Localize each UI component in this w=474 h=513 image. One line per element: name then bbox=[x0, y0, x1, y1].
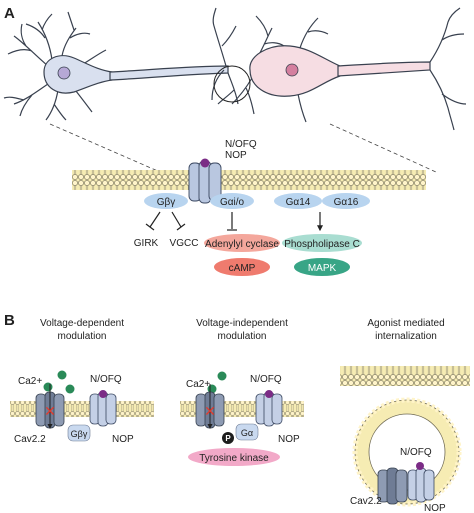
vdep-title-line2: modulation bbox=[58, 331, 107, 342]
left-neuron-illustration bbox=[3, 11, 229, 121]
intern-title-line1: Agonist mediated bbox=[367, 318, 444, 329]
vesicle-headgroups-outer bbox=[352, 397, 462, 507]
g16-subunit bbox=[322, 193, 370, 209]
nop-label-vesicle: NOP bbox=[424, 503, 446, 513]
nop-receptor-vdep bbox=[89, 391, 117, 427]
vindep-title-line1: Voltage-independent bbox=[196, 318, 288, 329]
nop-receptor-vindep bbox=[255, 391, 283, 427]
phospholipase-c-label: Phospholipase C bbox=[284, 239, 360, 250]
blocked-x-icon-vdep: ✕ bbox=[44, 404, 56, 420]
nofq-ligand-vesicle bbox=[416, 462, 424, 470]
nofq-ligand-vdep bbox=[99, 390, 107, 398]
axon-terminal bbox=[211, 7, 239, 105]
camp-label: cAMP bbox=[229, 263, 256, 274]
calcium-ions-vdep bbox=[43, 370, 75, 394]
mapk-label: MAPK bbox=[308, 263, 337, 274]
ligand-label-vindep: N/OFQ bbox=[250, 374, 282, 385]
nop-label-vdep: NOP bbox=[112, 434, 134, 445]
mapk bbox=[294, 258, 350, 276]
g16-label: Gα16 bbox=[334, 197, 359, 208]
signaling-arrows bbox=[145, 211, 323, 232]
adenylyl-cyclase-label: Adenylyl cyclase bbox=[205, 239, 279, 250]
gby-label-a: Gβγ bbox=[157, 197, 176, 208]
nop-label-vindep: NOP bbox=[278, 434, 300, 445]
galpha-subunit-vindep bbox=[235, 423, 259, 441]
synapse-highlight-circle bbox=[213, 65, 251, 103]
panel-label-a: A bbox=[4, 5, 15, 22]
gby-subunit-a bbox=[144, 193, 188, 209]
zoom-line-left bbox=[49, 123, 161, 173]
nofq-ligand-vindep bbox=[265, 390, 273, 398]
phospholipase-c bbox=[282, 234, 362, 252]
membrane-internalization bbox=[340, 366, 470, 386]
vgcc-label: VGCC bbox=[170, 238, 199, 249]
ligand-label-vesicle: N/OFQ bbox=[400, 447, 432, 458]
panel-label-b: B bbox=[4, 312, 15, 329]
phosphate-label: P bbox=[225, 434, 231, 443]
g14-subunit bbox=[274, 193, 322, 209]
cell-membrane-a bbox=[72, 170, 426, 190]
nofq-ligand-a bbox=[200, 158, 210, 168]
girk-label: GIRK bbox=[134, 238, 159, 249]
ligand-label-a: N/OFQ bbox=[225, 139, 257, 150]
calcium-label-vindep: Ca2+ bbox=[186, 379, 210, 390]
vindep-title-line2: modulation bbox=[218, 331, 267, 342]
calcium-label-vdep: Ca2+ bbox=[18, 376, 42, 387]
gby-subunit-vdep bbox=[67, 424, 91, 442]
zoom-line-right bbox=[329, 123, 437, 173]
phosphate-marker bbox=[222, 432, 234, 444]
membrane-vdep bbox=[10, 401, 154, 417]
gio-subunit bbox=[210, 193, 254, 209]
receptor-label-a: NOP bbox=[225, 150, 247, 161]
nop-receptor-vesicle bbox=[407, 467, 435, 503]
right-neuron-illustration bbox=[231, 7, 467, 131]
tyrosine-kinase-label: Tyrosine kinase bbox=[199, 453, 269, 464]
ligand-label-vdep: N/OFQ bbox=[90, 374, 122, 385]
cav22-channel-vdep bbox=[35, 391, 65, 429]
tyrosine-kinase bbox=[188, 448, 280, 466]
blocked-x-icon-vindep: ✕ bbox=[204, 404, 216, 420]
adenylyl-cyclase bbox=[204, 234, 280, 252]
vdep-title-line1: Voltage-dependent bbox=[40, 318, 124, 329]
gby-label-vdep: Gβγ bbox=[71, 429, 88, 439]
cav-label-vesicle: Cav2.2 bbox=[350, 496, 382, 507]
intern-title-line2: internalization bbox=[375, 331, 437, 342]
cav-label-vdep: Cav2.2 bbox=[14, 434, 46, 445]
galpha-label-vindep: Gα bbox=[241, 428, 253, 438]
cav22-channel-vesicle bbox=[377, 467, 408, 505]
gio-label: Gαi/o bbox=[220, 197, 245, 208]
camp bbox=[214, 258, 270, 276]
g14-label: Gα14 bbox=[286, 197, 311, 208]
